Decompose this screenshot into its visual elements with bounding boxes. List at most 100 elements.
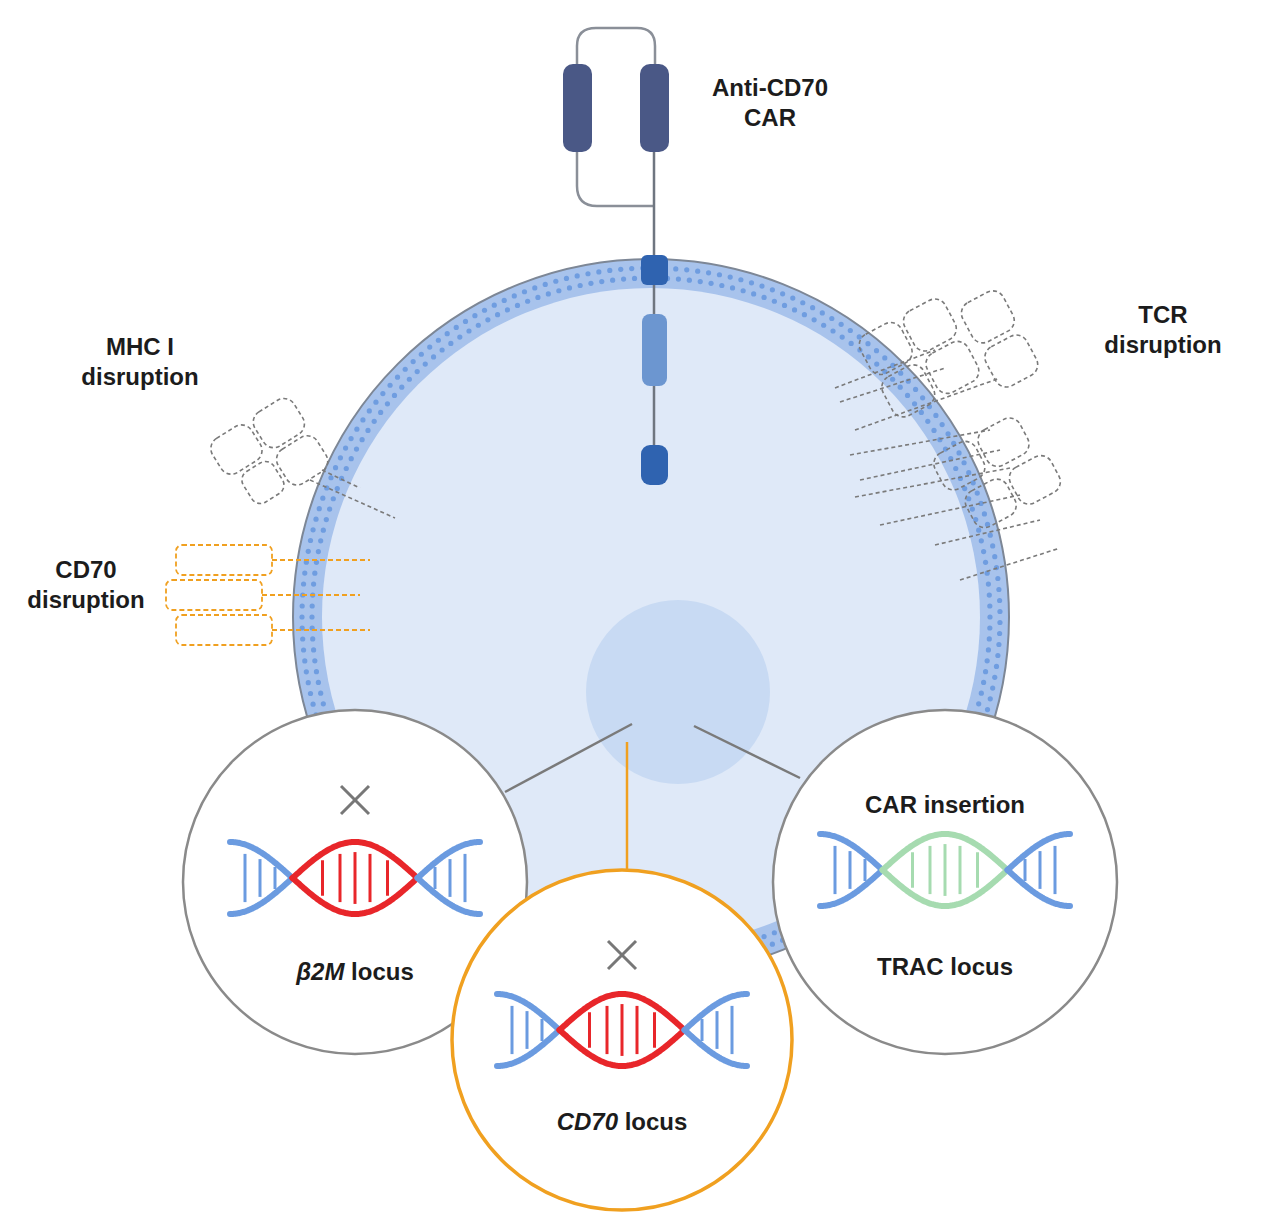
part-label: CD70 disruption — [16, 555, 156, 615]
membrane-dot — [335, 486, 340, 491]
membrane-dot — [321, 528, 326, 533]
membrane-dot — [324, 517, 329, 522]
membrane-dot — [463, 319, 468, 324]
membrane-dot — [632, 276, 637, 281]
membrane-dot — [310, 636, 315, 641]
dna-rung — [511, 1006, 514, 1054]
membrane-dot — [445, 331, 450, 336]
membrane-dot — [333, 465, 338, 470]
cd70-ghost — [166, 545, 370, 645]
membrane-dot — [299, 614, 304, 619]
dna-strand — [418, 878, 481, 914]
dna-strand — [820, 870, 883, 906]
membrane-dot — [535, 295, 540, 300]
membrane-dot — [360, 417, 365, 422]
membrane-dot — [780, 291, 785, 296]
membrane-dot — [378, 410, 383, 415]
dna-rung — [636, 1006, 639, 1054]
membrane-dot — [457, 334, 462, 339]
membrane-dot — [328, 475, 333, 480]
membrane-dot — [988, 696, 993, 701]
dna-strand — [820, 834, 883, 870]
membrane-dot — [385, 401, 390, 406]
dna-strand — [560, 1030, 685, 1066]
membrane-dot — [365, 428, 370, 433]
membrane-dot — [985, 707, 990, 712]
membrane-dot — [882, 355, 887, 360]
dna-rung — [259, 859, 262, 897]
membrane-dot — [782, 303, 787, 308]
dna-rung — [449, 859, 452, 897]
membrane-dot — [987, 636, 992, 641]
membrane-dot — [940, 422, 945, 427]
membrane-dot — [359, 437, 364, 442]
membrane-dot — [354, 446, 359, 451]
membrane-dot — [403, 367, 408, 372]
membrane-dot — [839, 322, 844, 327]
membrane-dot — [971, 480, 976, 485]
text-part: locus — [625, 1108, 688, 1135]
locus-circle-outline — [452, 870, 792, 1210]
membrane-dot — [610, 278, 615, 283]
membrane-dot — [982, 511, 987, 516]
membrane-dot — [673, 266, 678, 271]
dna-rung — [526, 1011, 529, 1049]
membrane-dot — [802, 312, 807, 317]
knockout-cross — [341, 786, 369, 814]
membrane-dot — [525, 299, 530, 304]
membrane-dot — [331, 496, 336, 501]
membrane-dot — [772, 299, 777, 304]
tcr-ghost — [835, 269, 1095, 580]
membrane-dot — [454, 325, 459, 330]
membrane-dot — [728, 275, 733, 280]
text-part: β2M — [296, 958, 344, 985]
dna-strand — [293, 842, 418, 878]
locus-label: CAR insertion — [769, 790, 1121, 820]
membrane-dot — [344, 466, 349, 471]
membrane-dot — [987, 603, 992, 608]
membrane-dot — [556, 288, 561, 293]
membrane-dot — [919, 410, 924, 415]
membrane-dot — [522, 289, 527, 294]
dna-rung — [849, 851, 852, 889]
dna-strand — [883, 834, 1008, 870]
text-part: locus — [351, 958, 414, 985]
membrane-dot — [912, 401, 917, 406]
membrane-dot — [792, 307, 797, 312]
membrane-dot — [890, 377, 895, 382]
membrane-dot — [988, 533, 993, 538]
membrane-dot — [588, 281, 593, 286]
membrane-dot — [995, 576, 1000, 581]
membrane-dot — [953, 466, 958, 471]
membrane-dot — [311, 647, 316, 652]
knockout-cross — [608, 941, 636, 969]
membrane-dot — [505, 307, 510, 312]
membrane-dot — [790, 295, 795, 300]
membrane-dot — [313, 517, 318, 522]
dna-strand — [883, 870, 1008, 906]
dna-rung — [588, 1012, 591, 1047]
knockout-cross — [341, 786, 369, 814]
membrane-dot — [976, 528, 981, 533]
membrane-dot — [575, 273, 580, 278]
membrane-dot — [761, 295, 766, 300]
membrane-dot — [553, 279, 558, 284]
dna-strand — [497, 994, 560, 1030]
locus-label: CD70 locus — [448, 1107, 796, 1137]
membrane-dot — [485, 317, 490, 322]
dna-rung — [244, 854, 247, 902]
car-receptor — [563, 28, 669, 485]
membrane-dot — [987, 625, 992, 630]
membrane-dot — [301, 647, 306, 652]
membrane-dot — [448, 341, 453, 346]
membrane-dot — [995, 653, 1000, 658]
membrane-dot — [717, 272, 722, 277]
dna-rung — [731, 1006, 734, 1054]
membrane-dot — [898, 385, 903, 390]
membrane-dot — [532, 285, 537, 290]
dna-rung — [959, 846, 962, 894]
part-label: MHC I disruption — [70, 332, 210, 392]
membrane-dot — [387, 383, 392, 388]
locus-label: TRAC locus — [769, 952, 1121, 982]
membrane-dot — [392, 393, 397, 398]
